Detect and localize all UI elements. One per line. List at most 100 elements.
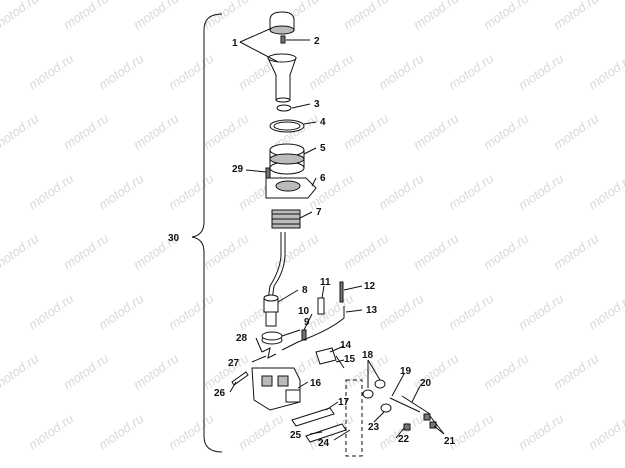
watermark-text: motod.ru	[166, 291, 217, 333]
lower-cable	[291, 407, 347, 443]
watermark-text: motod.ru	[586, 411, 625, 453]
set-screw	[280, 35, 286, 44]
callout-22: 22	[398, 434, 410, 445]
watermark-text: motod.ru	[96, 171, 147, 213]
watermark-text: motod.ru	[341, 231, 392, 273]
watermark-text: motod.ru	[166, 171, 217, 213]
watermark-text: motod.ru	[166, 51, 217, 93]
callout-18: 18	[362, 350, 374, 361]
watermark-text: motod.ru	[481, 351, 532, 393]
watermark-text: motod.ru	[516, 51, 567, 93]
watermark-text: motod.ru	[376, 51, 427, 93]
cable-clips	[362, 379, 392, 413]
watermark-text: motod.ru	[131, 111, 182, 153]
callout-16: 16	[310, 378, 322, 389]
lever-clip	[261, 347, 277, 359]
o-ring	[276, 104, 292, 112]
watermark-text: motod.ru	[341, 0, 392, 32]
callout-29: 29	[232, 164, 244, 175]
callout-19: 19	[400, 366, 412, 377]
watermark-text: motod.ru	[96, 411, 147, 453]
guide-pin	[317, 297, 325, 315]
callout-15: 15	[344, 354, 356, 365]
watermark-text: motod.ru	[481, 0, 532, 32]
watermark-text: motod.ru	[26, 411, 77, 453]
watermark-text: motod.ru	[551, 351, 602, 393]
watermark-text: motod.ru	[26, 291, 77, 333]
shift-knob	[269, 11, 295, 35]
watermark-text: motod.ru	[201, 351, 252, 393]
watermark-text: motod.ru	[411, 231, 462, 273]
watermark-text: motod.ru	[131, 351, 182, 393]
watermark-text: motod.ru	[586, 291, 625, 333]
callout-30: 30	[168, 233, 180, 244]
watermark-text: motod.ru	[341, 111, 392, 153]
watermark-text: motod.ru	[26, 51, 77, 93]
watermark-text: motod.ru	[201, 0, 252, 32]
callout-20: 20	[420, 378, 432, 389]
callout-1: 1	[232, 38, 238, 49]
callout-10: 10	[298, 306, 310, 317]
watermark-text: motod.ru	[551, 111, 602, 153]
watermark-text: motod.ru	[411, 111, 462, 153]
callout-2: 2	[314, 36, 320, 47]
callout-17: 17	[338, 397, 350, 408]
watermark-text: motod.ru	[306, 51, 357, 93]
callout-28: 28	[236, 333, 248, 344]
watermark-text: motod.ru	[166, 411, 217, 453]
linkage-rod-2	[401, 395, 431, 415]
callout-4: 4	[320, 117, 326, 128]
watermark-text: motod.ru	[236, 291, 287, 333]
linkage-rod	[389, 397, 421, 413]
watermark-text: motod.ru	[481, 231, 532, 273]
callout-7: 7	[316, 207, 322, 218]
callout-27: 27	[228, 358, 240, 369]
watermark-text: motod.ru	[0, 0, 41, 32]
watermark-text: motod.ru	[61, 231, 112, 273]
watermark-text: motod.ru	[271, 231, 322, 273]
watermark-text: motod.ru	[0, 111, 41, 153]
watermark-text: motod.ru	[621, 111, 625, 153]
mounting-bolt	[231, 371, 249, 386]
callout-5: 5	[320, 143, 326, 154]
shift-lever	[271, 232, 286, 301]
watermark-text: motod.ru	[201, 231, 252, 273]
assembly-brace	[191, 13, 223, 453]
watermark-text: motod.ru	[516, 411, 567, 453]
watermark-text: motod.ru	[621, 351, 625, 393]
watermark-text: motod.ru	[376, 291, 427, 333]
watermark-text: motod.ru	[61, 351, 112, 393]
select-link	[315, 347, 345, 369]
watermark-text: motod.ru	[61, 0, 112, 32]
shifter-bushing	[269, 143, 305, 175]
watermark-text: motod.ru	[446, 51, 497, 93]
watermark-text: motod.ru	[236, 411, 287, 453]
watermark-text: motod.ru	[446, 171, 497, 213]
callout-14: 14	[340, 340, 352, 351]
callout-3: 3	[314, 99, 320, 110]
callout-9: 9	[304, 317, 310, 328]
lever-seal	[261, 331, 283, 345]
watermark-text: motod.ru	[61, 111, 112, 153]
callout-6: 6	[320, 173, 326, 184]
callout-labels: 1 2 3 4 5 6 7 8 9 10 11 12 13 14 15 16 1…	[168, 36, 456, 449]
callout-26: 26	[214, 388, 226, 399]
shifter-housing	[265, 177, 317, 199]
watermark-text: motod.ru	[26, 171, 77, 213]
watermark-text: motod.ru	[0, 351, 41, 393]
callout-24: 24	[318, 438, 330, 449]
bolt	[339, 281, 344, 303]
callout-11: 11	[320, 277, 331, 288]
watermark-text: motod.ru	[0, 231, 41, 273]
watermark-text: motod.ru	[411, 0, 462, 32]
callout-23: 23	[368, 422, 380, 433]
callout-21: 21	[444, 436, 456, 447]
watermark-text: motod.ru	[621, 231, 625, 273]
callout-12: 12	[364, 281, 376, 292]
watermark-text: motod.ru	[411, 351, 462, 393]
watermark-text: motod.ru	[376, 171, 427, 213]
watermark-text: motod.ru	[96, 51, 147, 93]
dashed-detail-frame	[345, 379, 363, 457]
